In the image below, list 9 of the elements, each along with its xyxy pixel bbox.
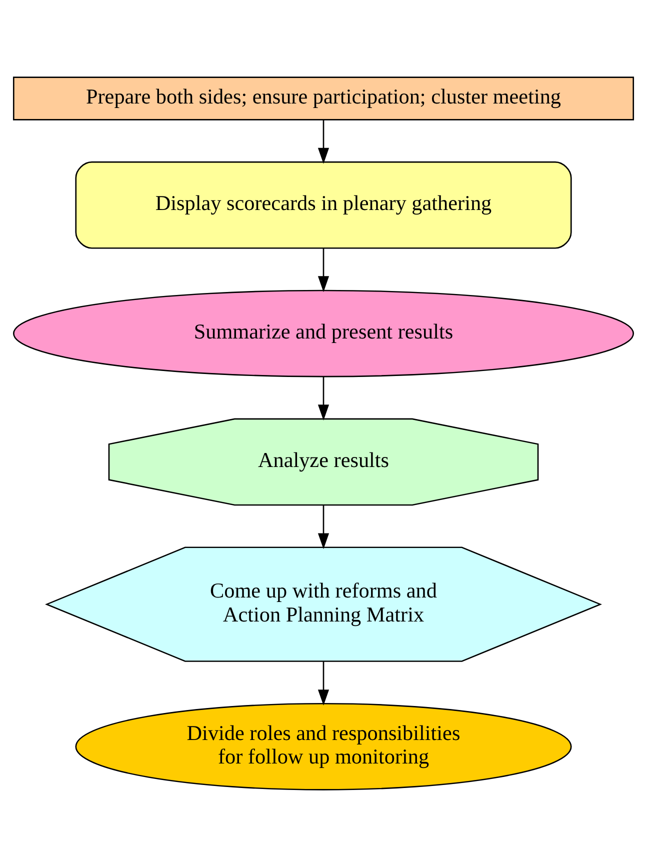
arrow <box>318 376 330 421</box>
node-ellipse: Summarize and present results <box>12 290 634 378</box>
node-box: Prepare both sides; ensure participation; cluster meeting <box>12 76 634 120</box>
node-box: Display scorecards in plenary gathering <box>75 161 572 249</box>
arrow <box>318 505 330 550</box>
arrow <box>318 248 330 292</box>
arrow <box>318 662 330 706</box>
arrow <box>318 120 330 164</box>
node-ellipse: Divide roles and responsibilities for follow up monitoring <box>75 702 572 790</box>
